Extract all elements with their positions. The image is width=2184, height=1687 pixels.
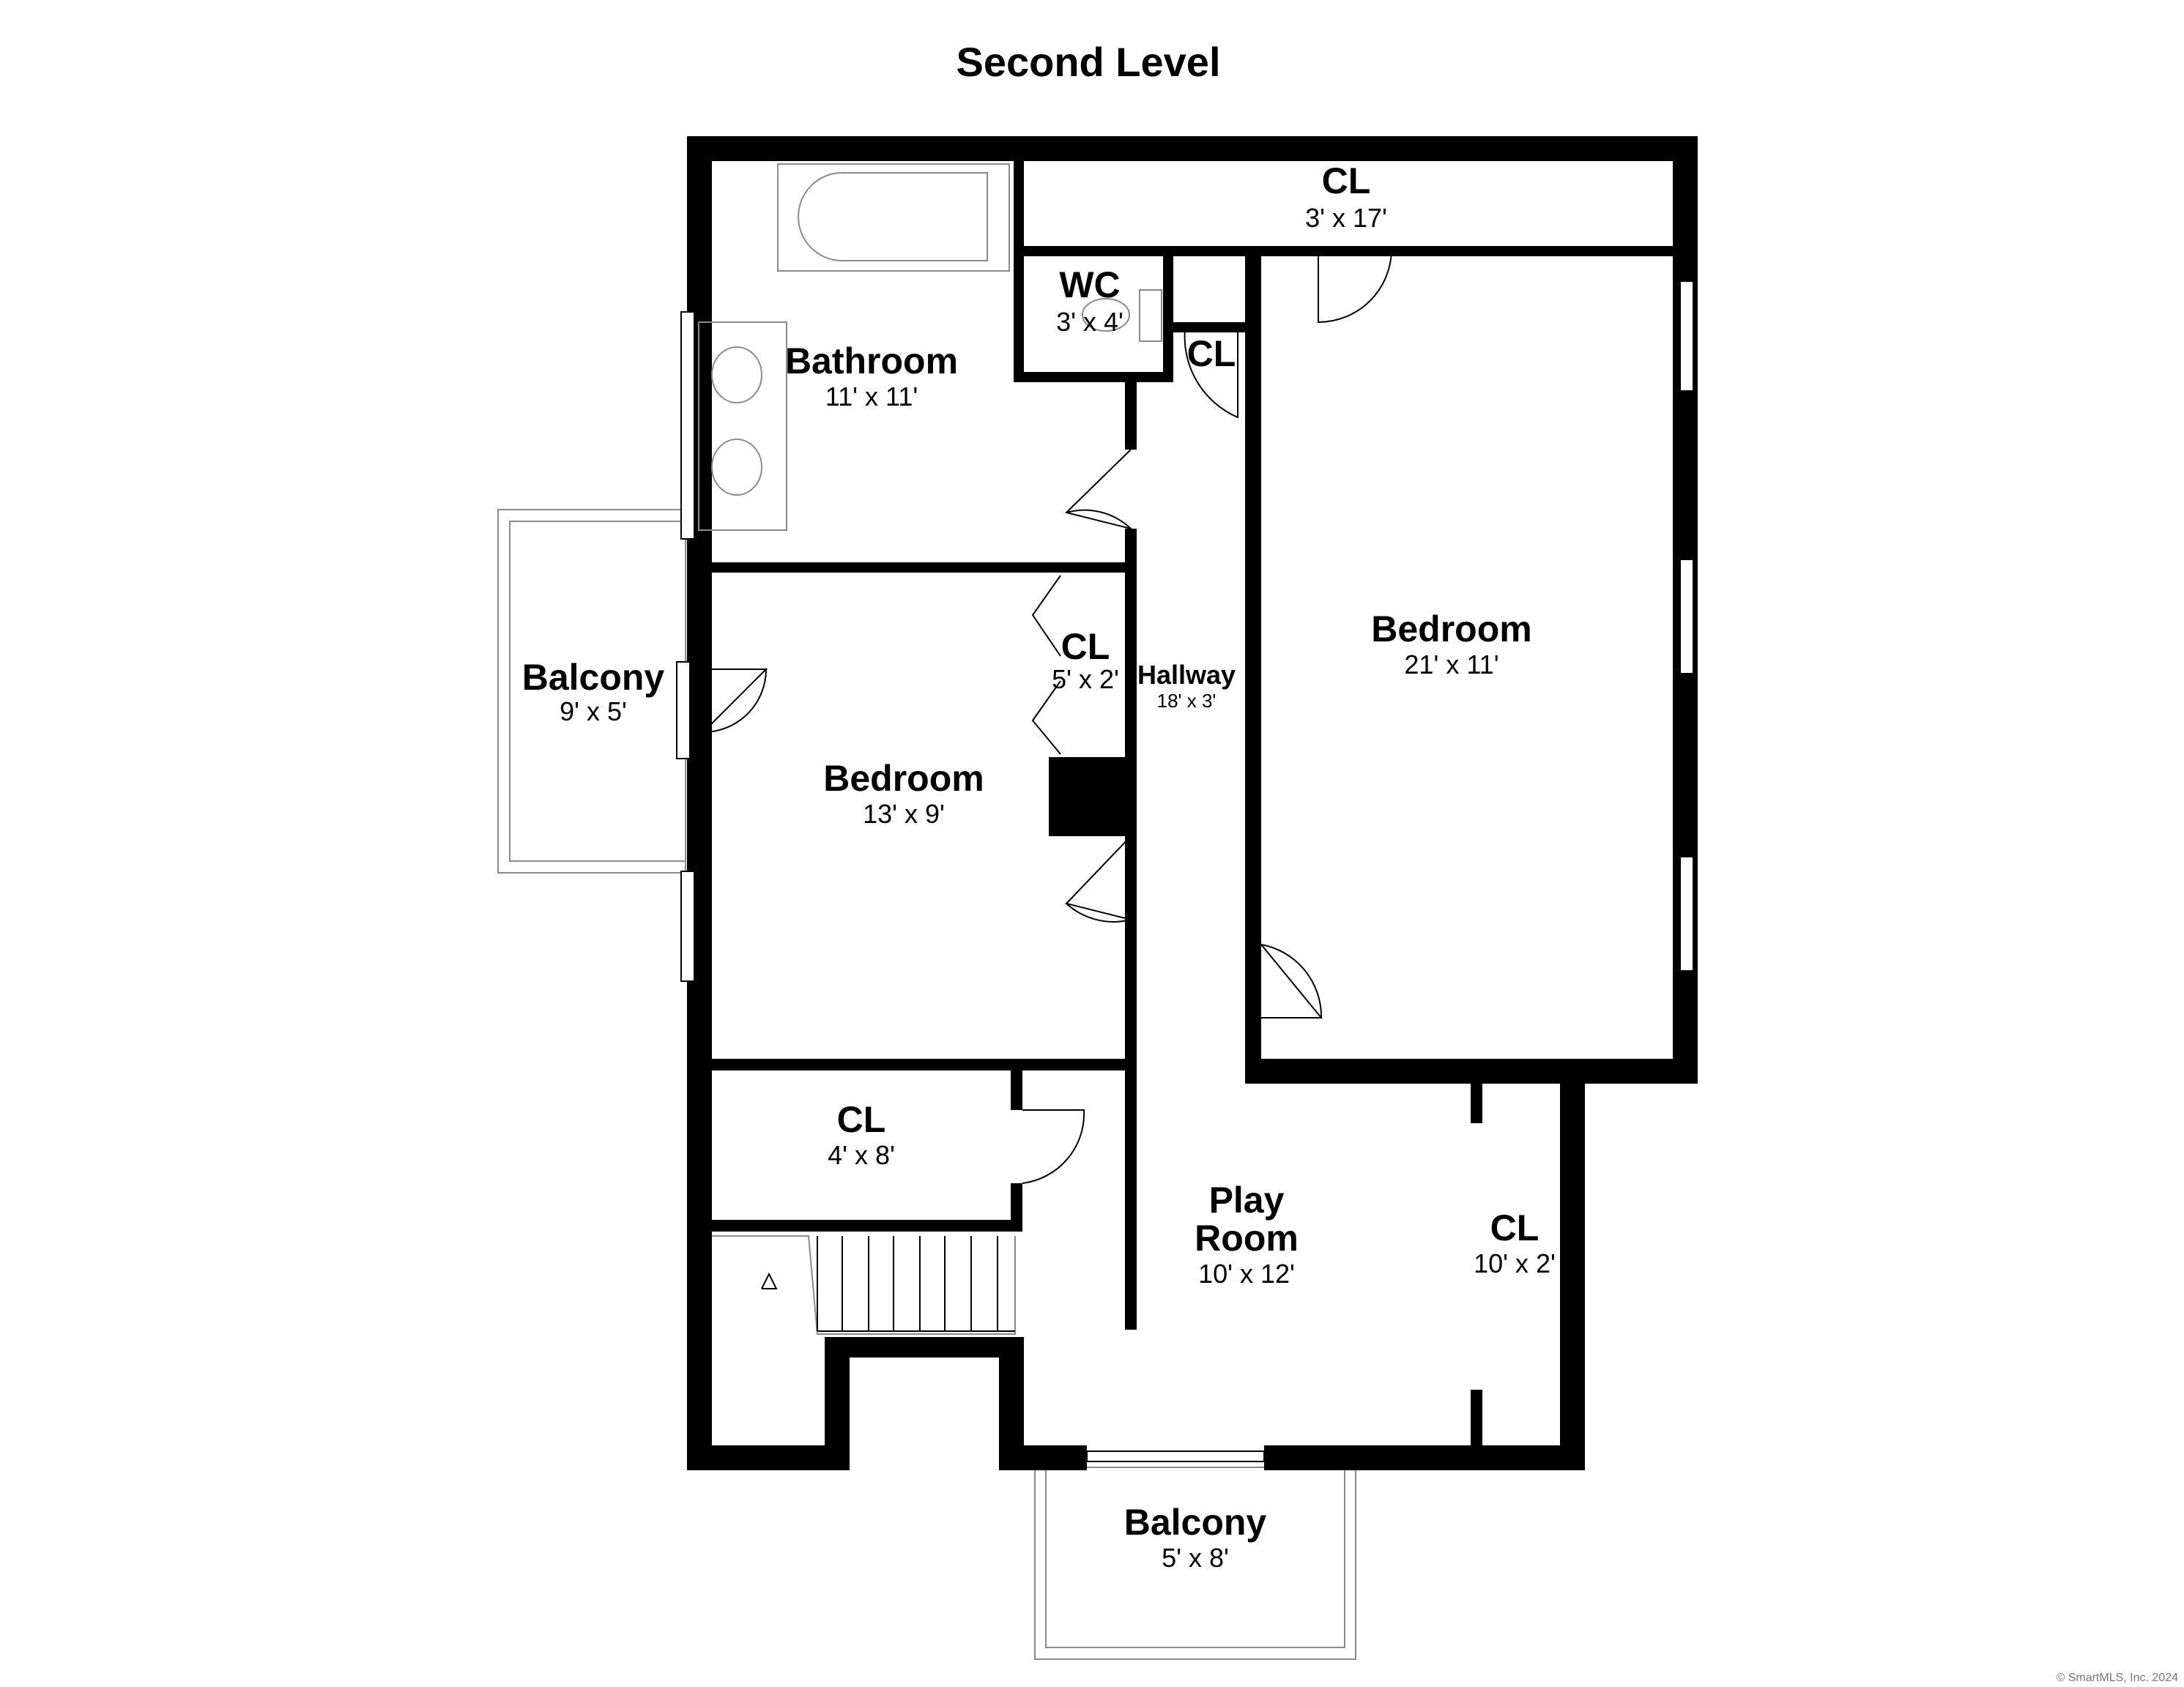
room-name-bedroom-big: Bedroom	[1371, 608, 1531, 649]
room-name-wc: WC	[1059, 264, 1120, 305]
room-size-balcony-bottom: 5' x 8'	[1162, 1543, 1229, 1573]
room-size-bathroom: 11' x 11'	[825, 381, 918, 411]
room-name-balcony-bottom: Balcony	[1124, 1502, 1267, 1543]
room-size-play-room: 10' x 12'	[1198, 1259, 1295, 1289]
room-name-cl-bedroom: CL	[1061, 626, 1110, 667]
room-size-hallway: 18' x 3'	[1157, 690, 1217, 712]
interior-walls	[703, 160, 1673, 1445]
room-name-balcony-left: Balcony	[522, 657, 665, 698]
room-size-cl-bedroom: 5' x 2'	[1052, 664, 1119, 694]
windows	[676, 280, 1694, 1462]
room-name-bathroom: Bathroom	[785, 340, 958, 381]
room-name-hallway: Hallway	[1137, 660, 1236, 690]
bathtub	[777, 163, 1010, 272]
room-name-cl-right: CL	[1490, 1207, 1539, 1248]
room-size-bedroom-big: 21' x 11'	[1404, 649, 1498, 679]
room-size-cl-right: 10' x 2'	[1474, 1248, 1556, 1278]
room-size-cl-lower: 4' x 8'	[828, 1140, 895, 1170]
closet-bifold-doors	[1031, 575, 1061, 755]
room-name-bedroom-mid: Bedroom	[823, 758, 984, 799]
door-swings	[702, 248, 1392, 1184]
staircase	[712, 1235, 1016, 1335]
copyright-notice: © SmartMLS, Inc. 2024	[2056, 1672, 2178, 1684]
room-name-cl-small: CL	[1187, 333, 1236, 374]
double-vanity	[698, 321, 787, 531]
balcony-bottom-outline	[1034, 1467, 1356, 1660]
room-size-bedroom-mid: 13' x 9'	[863, 799, 945, 829]
room-name-cl-lower: CL	[837, 1099, 886, 1140]
room-size-wc: 3' x 4'	[1056, 307, 1123, 337]
toilet	[1082, 289, 1162, 342]
room-name-cl-top: CL	[1322, 160, 1371, 201]
room-name-play-room-line2: Room	[1195, 1218, 1299, 1259]
page-title: Second Level	[956, 39, 1220, 85]
room-size-balcony-left: 9' x 5'	[560, 696, 627, 726]
room-name-play-room-line1: Play	[1209, 1180, 1285, 1221]
room-size-cl-top: 3' x 17'	[1305, 203, 1387, 233]
